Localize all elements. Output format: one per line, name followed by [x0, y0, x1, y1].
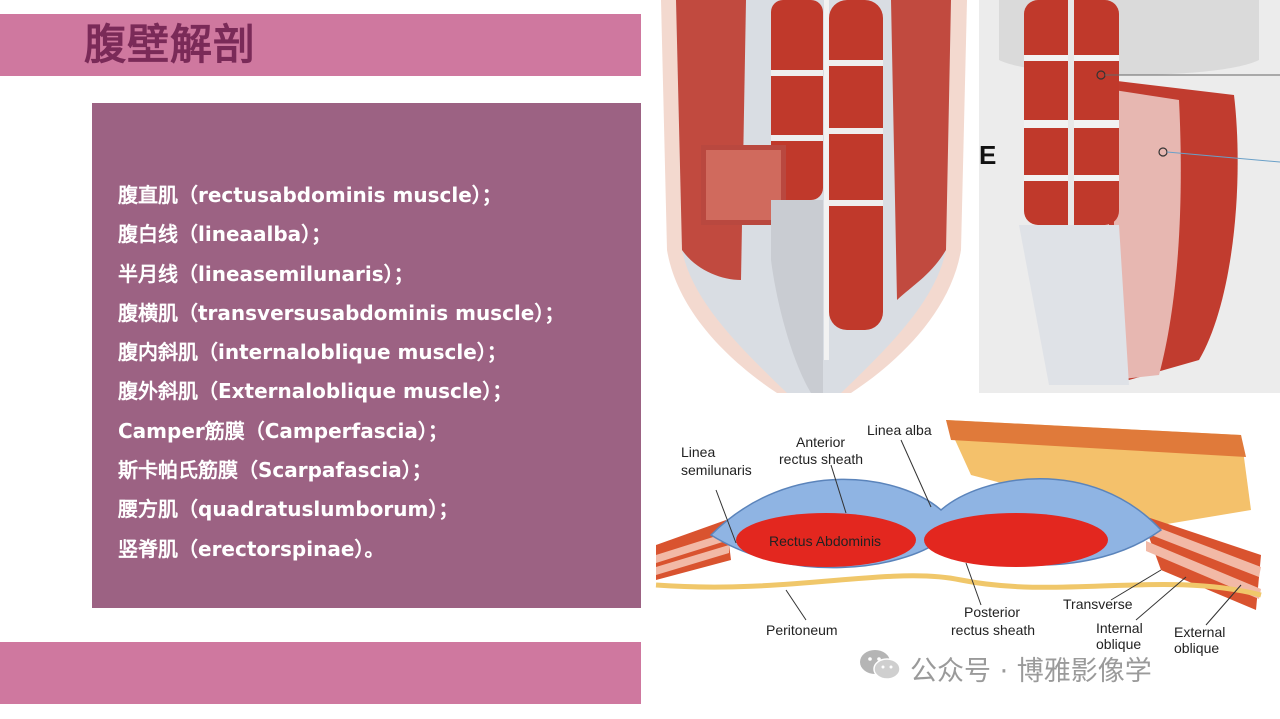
label-external-oblique-2: oblique	[1174, 640, 1219, 656]
label-internal-oblique-2: oblique	[1096, 636, 1141, 652]
watermark-text: 公众号 · 博雅影像学	[910, 655, 1152, 687]
list-item: 半月线（lineasemilunaris）；	[118, 261, 414, 286]
label-linea-semilunaris-2: semilunaris	[681, 462, 752, 478]
list-item: 腹直肌（rectusabdominis muscle）；	[118, 183, 502, 207]
list-item: 腹横肌（transversusabdominis muscle）；	[118, 300, 565, 325]
label-linea-alba: Linea alba	[867, 422, 932, 438]
label-posterior-sheath-1: Posterior	[964, 604, 1020, 620]
label-posterior-sheath-2: rectus sheath	[951, 622, 1035, 638]
wechat-icon	[858, 648, 902, 689]
abdominal-muscles-illustration	[651, 0, 977, 393]
muscle-list-panel	[92, 103, 641, 608]
label-peritoneum: Peritoneum	[766, 622, 838, 638]
list-item: 竖脊肌（erectorspinae）。	[118, 536, 385, 561]
list-item: 腹内斜肌（internaloblique muscle）；	[118, 340, 507, 365]
title-band	[0, 14, 641, 76]
list-item: 斯卡帕氏筋膜（Scarpafascia）；	[118, 458, 432, 483]
label-external-oblique-1: External	[1174, 624, 1225, 640]
panel-label-e: E	[979, 140, 996, 170]
footer-band	[0, 642, 641, 704]
list-item: Camper筋膜（Camperfascia）；	[118, 418, 448, 443]
transversus-abdominis-illustration: E	[979, 0, 1280, 393]
list-item: 腹白线（lineaalba）；	[118, 222, 332, 247]
list-item: 腰方肌（quadratuslumborum）；	[118, 497, 459, 522]
watermark: 公众号 · 博雅影像学	[858, 648, 1152, 688]
list-item: 腹外斜肌（Externaloblique muscle）；	[118, 379, 513, 404]
label-linea-semilunaris-1: Linea	[681, 444, 715, 460]
label-anterior-sheath-2: rectus sheath	[779, 451, 863, 467]
label-transverse: Transverse	[1063, 596, 1133, 612]
muscle-list: 腹直肌（rectusabdominis muscle）； 腹白线（lineaal…	[118, 176, 564, 569]
label-rectus-abdominis: Rectus Abdominis	[769, 533, 881, 549]
rectus-sheath-cross-section-diagram: Linea semilunaris Anterior rectus sheath…	[641, 395, 1280, 705]
label-internal-oblique-1: Internal	[1096, 620, 1143, 636]
label-anterior-sheath-1: Anterior	[796, 434, 845, 450]
slide-title: 腹壁解剖	[84, 20, 257, 69]
